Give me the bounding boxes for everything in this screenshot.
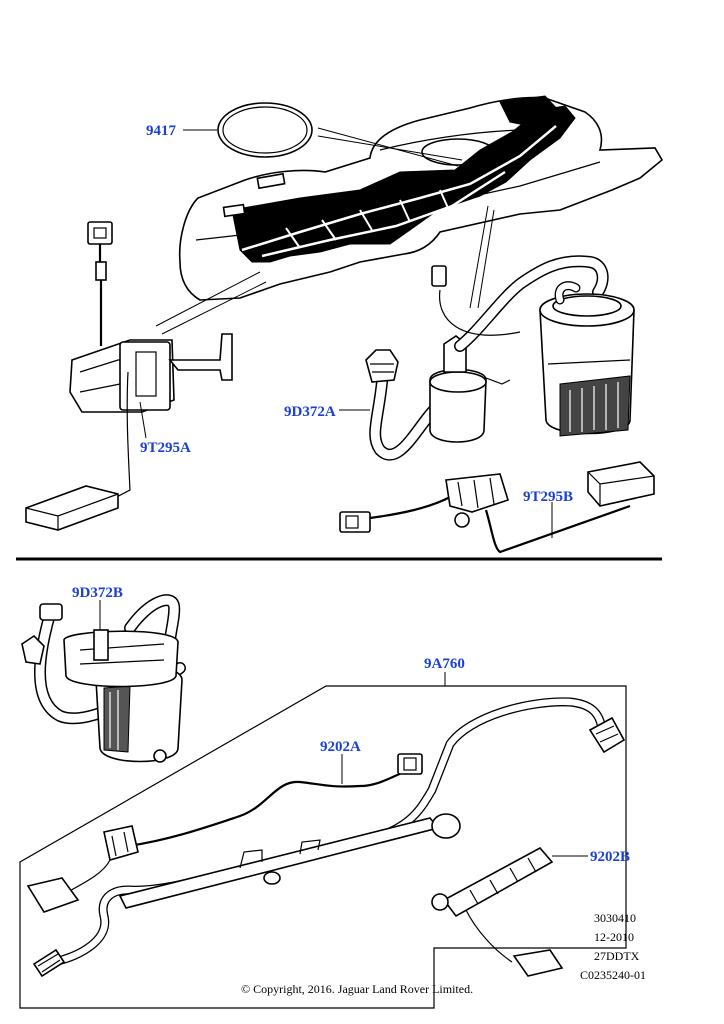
diagram-code: 27DDTX (594, 949, 640, 963)
fuel-level-sender-9202B (431, 846, 564, 977)
fuel-pump-module-top (365, 255, 635, 461)
callout-9T295B: 9T295B (523, 489, 573, 505)
fuel-level-sender-left (25, 221, 233, 531)
fuel-pump-assembly-bottom (21, 594, 186, 763)
fuel-level-sender-right (339, 461, 655, 554)
callout-9D372B: 9D372B (72, 585, 123, 601)
kit-boundary-9A760 (19, 685, 627, 1009)
callout-9T295A: 9T295A (140, 440, 191, 456)
mounting-bracket-tube (32, 697, 626, 978)
callout-9202A: 9202A (320, 739, 361, 755)
seal-ring (217, 102, 313, 158)
diagram-id: 3030410 (594, 911, 636, 925)
sender-harness-9202A (26, 753, 423, 913)
leader-line (161, 281, 267, 335)
callout-9417: 9417 (146, 123, 177, 139)
callout-9202B: 9202B (590, 849, 630, 865)
leader-line (155, 271, 261, 327)
leader-line (139, 401, 147, 439)
callout-9D372A: 9D372A (284, 404, 336, 420)
copyright-notice: © Copyright, 2016. Jaguar Land Rover Lim… (241, 982, 473, 996)
fuel-tank (178, 95, 664, 301)
callout-9A760: 9A760 (424, 656, 465, 672)
leader-line (477, 209, 495, 309)
diagram-date: 12-2010 (594, 930, 634, 944)
diagram-ref: C0235240-01 (580, 968, 646, 982)
leader-line (317, 135, 463, 161)
leader-line (317, 127, 459, 167)
leader-line (469, 205, 489, 309)
